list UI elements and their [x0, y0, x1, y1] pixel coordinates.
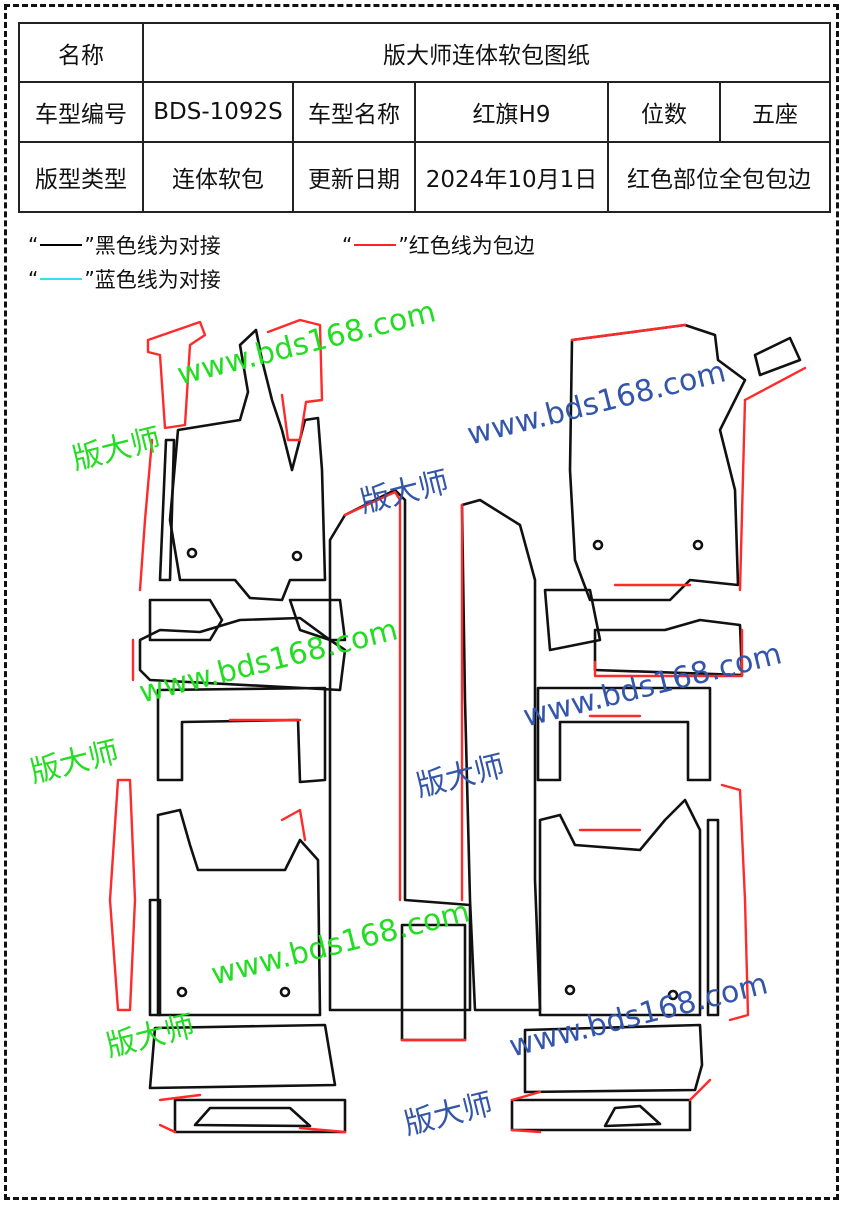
left-rear-floor-main [156, 808, 322, 1017]
left-front-upper-piece [168, 328, 327, 602]
right-front-upper-piece [568, 323, 747, 602]
mount-hole [186, 547, 198, 559]
note-value: 红色部位全包包边 [606, 141, 832, 213]
red-edge-right-cap [743, 366, 807, 402]
right-rear-floor-main [538, 798, 702, 1017]
right-rear-inner-strip [706, 818, 720, 1017]
pattern-type-label: 版型类型 [18, 141, 144, 213]
cyan-line-sample [40, 278, 83, 280]
seats-label: 位数 [607, 81, 721, 143]
red-edge-right-rear-side [720, 783, 750, 1022]
red-edge-left-sill [158, 1093, 347, 1134]
legend-black-text: 黑色线为对接 [94, 234, 221, 258]
left-rear-inner-strip [148, 898, 162, 1017]
red-edge-left-rear-seat [280, 808, 307, 842]
model-code-label: 车型编号 [18, 81, 144, 143]
page-border [4, 4, 839, 1200]
mount-hole [692, 539, 704, 551]
right-rear-footwell [523, 1023, 704, 1094]
red-edge-right-floor [593, 628, 744, 678]
name-value: 版大师连体软包图纸 [141, 22, 832, 83]
legend-red-text: 红色线为包边 [408, 234, 535, 258]
left-front-upper-inner [158, 438, 176, 582]
red-edge-right-sill [510, 1078, 712, 1134]
left-rear-floor-top [156, 686, 327, 784]
red-edge-left-top-right [266, 318, 324, 442]
red-line-sample [354, 244, 397, 246]
model-code-value: BDS-1092S [142, 81, 294, 143]
left-rear-sill [173, 1098, 347, 1134]
red-edge-center-left [343, 490, 402, 902]
mount-hole [176, 986, 188, 998]
legend-black: “ ” 黑色线为对接 [28, 230, 221, 260]
red-edge-right-top [570, 323, 687, 342]
model-name-label: 车型名称 [292, 81, 416, 143]
spec-table: 名称 版大师连体软包图纸 车型编号 BDS-1092S 车型名称 红旗H9 位数… [18, 22, 832, 213]
left-rear-sill-inner [193, 1106, 312, 1128]
seats-value: 五座 [718, 81, 832, 143]
update-date-label: 更新日期 [292, 141, 416, 213]
right-rear-sill [510, 1098, 692, 1132]
left-seat-bracket [148, 598, 224, 642]
mount-hole [279, 986, 291, 998]
mount-hole [564, 984, 576, 996]
legend-cyan-text: 蓝色线为对接 [94, 268, 221, 292]
name-label: 名称 [18, 22, 144, 83]
right-rear-floor-top [536, 686, 712, 782]
right-front-cap [753, 336, 802, 377]
red-edge-left-side [138, 438, 154, 592]
red-edge-left-rear-side [108, 778, 137, 1012]
red-edge-right-side [738, 398, 747, 592]
right-seat-bracket [543, 588, 602, 652]
update-date-value: 2024年10月1日 [414, 141, 609, 213]
right-rear-sill-inner [603, 1104, 662, 1128]
left-rear-footwell [148, 1023, 337, 1090]
mount-hole [291, 550, 303, 562]
model-name-value: 红旗H9 [414, 81, 609, 143]
black-line-sample [40, 244, 83, 246]
red-edge-left-front-flap [146, 320, 207, 430]
pattern-type-value: 连体软包 [142, 141, 294, 213]
center-tunnel-right [460, 498, 542, 1012]
legend-red: “ ” 红色线为包边 [342, 230, 535, 260]
mount-hole [667, 989, 679, 1001]
left-bracket-b [288, 598, 347, 642]
legend-cyan: “ ” 蓝色线为对接 [28, 264, 221, 294]
mount-hole [592, 539, 604, 551]
